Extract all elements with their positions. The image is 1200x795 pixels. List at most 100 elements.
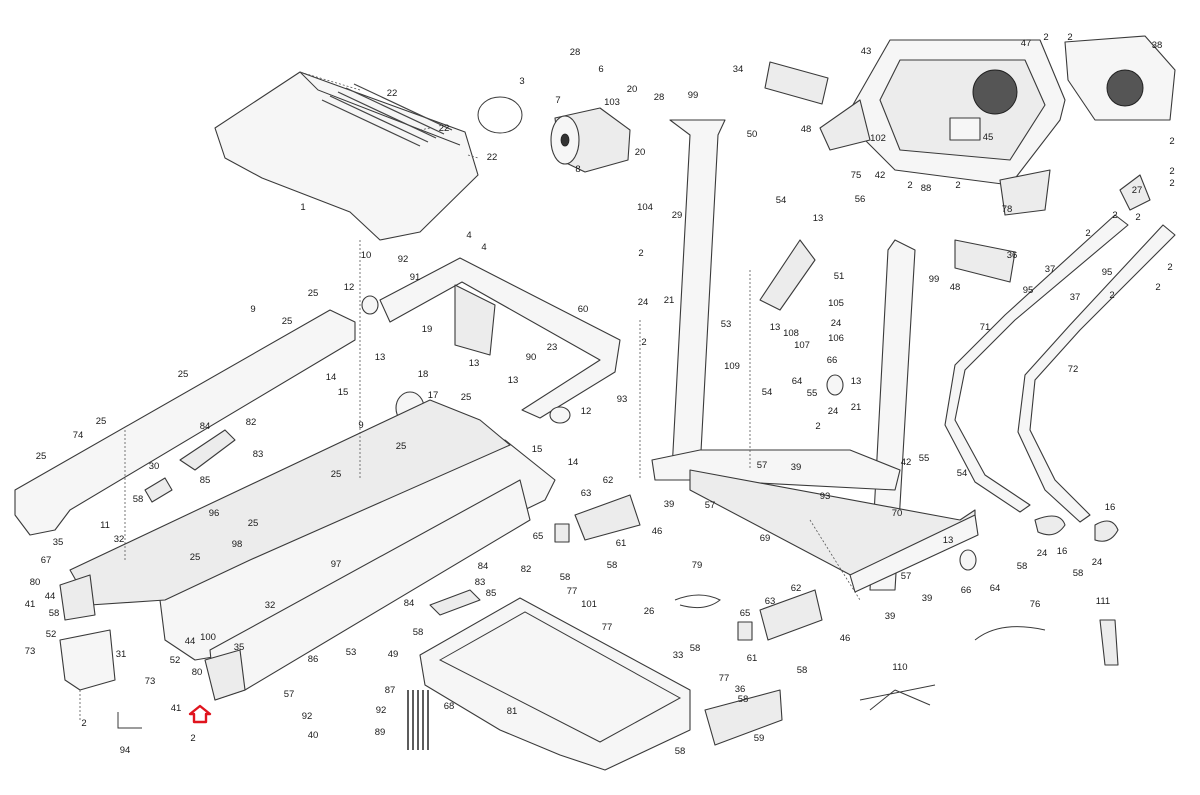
part-number-label: 15 bbox=[532, 444, 543, 455]
part-number-label: 2 bbox=[1167, 262, 1172, 273]
part-number-label: 82 bbox=[246, 417, 257, 428]
part-number-label: 68 bbox=[444, 701, 455, 712]
part-number-label: 92 bbox=[302, 711, 313, 722]
deck-and-frame bbox=[14, 309, 556, 701]
part-number-label: 53 bbox=[346, 647, 357, 658]
part-number-label: 54 bbox=[762, 387, 773, 398]
part-number-label: 87 bbox=[385, 685, 396, 696]
part-number-label: 40 bbox=[308, 730, 319, 741]
part-number-label: 57 bbox=[705, 500, 716, 511]
part-number-label: 51 bbox=[834, 271, 845, 282]
part-number-label: 12 bbox=[344, 282, 355, 293]
part-number-label: 90 bbox=[526, 352, 537, 363]
part-number-label: 92 bbox=[376, 705, 387, 716]
part-number-label: 50 bbox=[747, 129, 758, 140]
handrails bbox=[944, 214, 1176, 523]
part-number-label: 100 bbox=[200, 632, 216, 643]
part-number-label: 57 bbox=[901, 571, 912, 582]
part-number-label: 61 bbox=[747, 653, 758, 664]
part-number-label: 85 bbox=[486, 588, 497, 599]
part-number-label: 83 bbox=[253, 449, 264, 460]
part-number-label: 4 bbox=[481, 242, 486, 253]
part-number-label: 55 bbox=[807, 388, 818, 399]
part-number-label: 48 bbox=[801, 124, 812, 135]
part-number-label: 2 bbox=[1169, 166, 1174, 177]
part-number-label: 25 bbox=[96, 416, 107, 427]
part-number-label: 63 bbox=[581, 488, 592, 499]
part-number-label: 93 bbox=[617, 394, 628, 405]
part-number-label: 28 bbox=[570, 47, 581, 58]
part-number-label: 2 bbox=[1112, 210, 1117, 221]
part-number-label: 28 bbox=[654, 92, 665, 103]
part-number-label: 94 bbox=[120, 745, 131, 756]
part-number-label: 99 bbox=[688, 90, 699, 101]
part-number-label: 22 bbox=[439, 123, 450, 134]
part-number-label: 63 bbox=[765, 596, 776, 607]
part-number-label: 17 bbox=[428, 390, 439, 401]
part-number-label: 34 bbox=[733, 64, 744, 75]
part-number-label: 25 bbox=[190, 552, 201, 563]
part-number-label: 109 bbox=[724, 361, 740, 372]
part-number-label: 77 bbox=[567, 586, 578, 597]
part-number-label: 42 bbox=[901, 457, 912, 468]
part-number-label: 83 bbox=[475, 577, 486, 588]
part-number-label: 70 bbox=[892, 508, 903, 519]
part-number-label: 110 bbox=[892, 662, 907, 673]
part-number-label: 13 bbox=[508, 375, 519, 386]
part-number-label: 106 bbox=[828, 333, 844, 344]
part-number-label: 25 bbox=[308, 288, 319, 299]
part-number-label: 2 bbox=[907, 180, 912, 191]
part-number-label: 73 bbox=[145, 676, 156, 687]
part-number-label: 61 bbox=[616, 538, 627, 549]
part-number-label: 69 bbox=[760, 533, 771, 544]
part-number-label: 57 bbox=[284, 689, 295, 700]
part-number-label: 35 bbox=[234, 642, 245, 653]
part-number-label: 102 bbox=[870, 133, 886, 144]
part-number-label: 92 bbox=[398, 254, 409, 265]
part-number-label: 2 bbox=[641, 337, 646, 348]
part-number-label: 32 bbox=[265, 600, 276, 611]
part-number-label: 10 bbox=[361, 250, 372, 261]
lift-frame bbox=[361, 257, 621, 425]
part-number-label: 20 bbox=[635, 147, 646, 158]
part-number-label: 58 bbox=[49, 608, 60, 619]
part-number-label: 52 bbox=[46, 629, 57, 640]
part-number-label: 54 bbox=[957, 468, 968, 479]
part-number-label: 7 bbox=[555, 95, 560, 106]
part-number-label: 42 bbox=[875, 170, 886, 181]
part-number-label: 25 bbox=[396, 441, 407, 452]
part-number-label: 39 bbox=[922, 593, 933, 604]
part-number-label: 73 bbox=[25, 646, 36, 657]
part-number-label: 65 bbox=[533, 531, 544, 542]
part-number-label: 45 bbox=[983, 132, 994, 143]
part-number-label: 21 bbox=[664, 295, 675, 306]
part-number-label: 13 bbox=[851, 376, 862, 387]
part-number-label: 64 bbox=[792, 376, 803, 387]
part-number-label: 54 bbox=[776, 195, 787, 206]
part-number-label: 82 bbox=[521, 564, 532, 575]
part-number-label: 55 bbox=[919, 453, 930, 464]
part-number-label: 44 bbox=[45, 591, 56, 602]
part-number-label: 64 bbox=[990, 583, 1001, 594]
part-number-label: 25 bbox=[248, 518, 259, 529]
part-number-label: 43 bbox=[861, 46, 872, 57]
part-number-label: 81 bbox=[507, 706, 518, 717]
part-number-label: 2 bbox=[955, 180, 960, 191]
part-number-label: 22 bbox=[487, 152, 498, 163]
part-number-label: 2 bbox=[1067, 32, 1072, 43]
part-number-label: 2 bbox=[81, 718, 86, 729]
part-number-label: 2 bbox=[1169, 136, 1174, 147]
part-number-label: 58 bbox=[1017, 561, 1028, 572]
part-number-label: 58 bbox=[690, 643, 701, 654]
part-number-label: 21 bbox=[851, 402, 862, 413]
part-number-label: 49 bbox=[388, 649, 399, 660]
part-number-label: 74 bbox=[73, 430, 84, 441]
part-number-label: 13 bbox=[813, 213, 824, 224]
part-number-label: 88 bbox=[921, 183, 932, 194]
part-number-label: 89 bbox=[375, 727, 386, 738]
part-number-label: 25 bbox=[282, 316, 293, 327]
part-number-label: 62 bbox=[791, 583, 802, 594]
motor-hood bbox=[214, 71, 479, 241]
part-number-label: 58 bbox=[1073, 568, 1084, 579]
part-number-label: 13 bbox=[469, 358, 480, 369]
